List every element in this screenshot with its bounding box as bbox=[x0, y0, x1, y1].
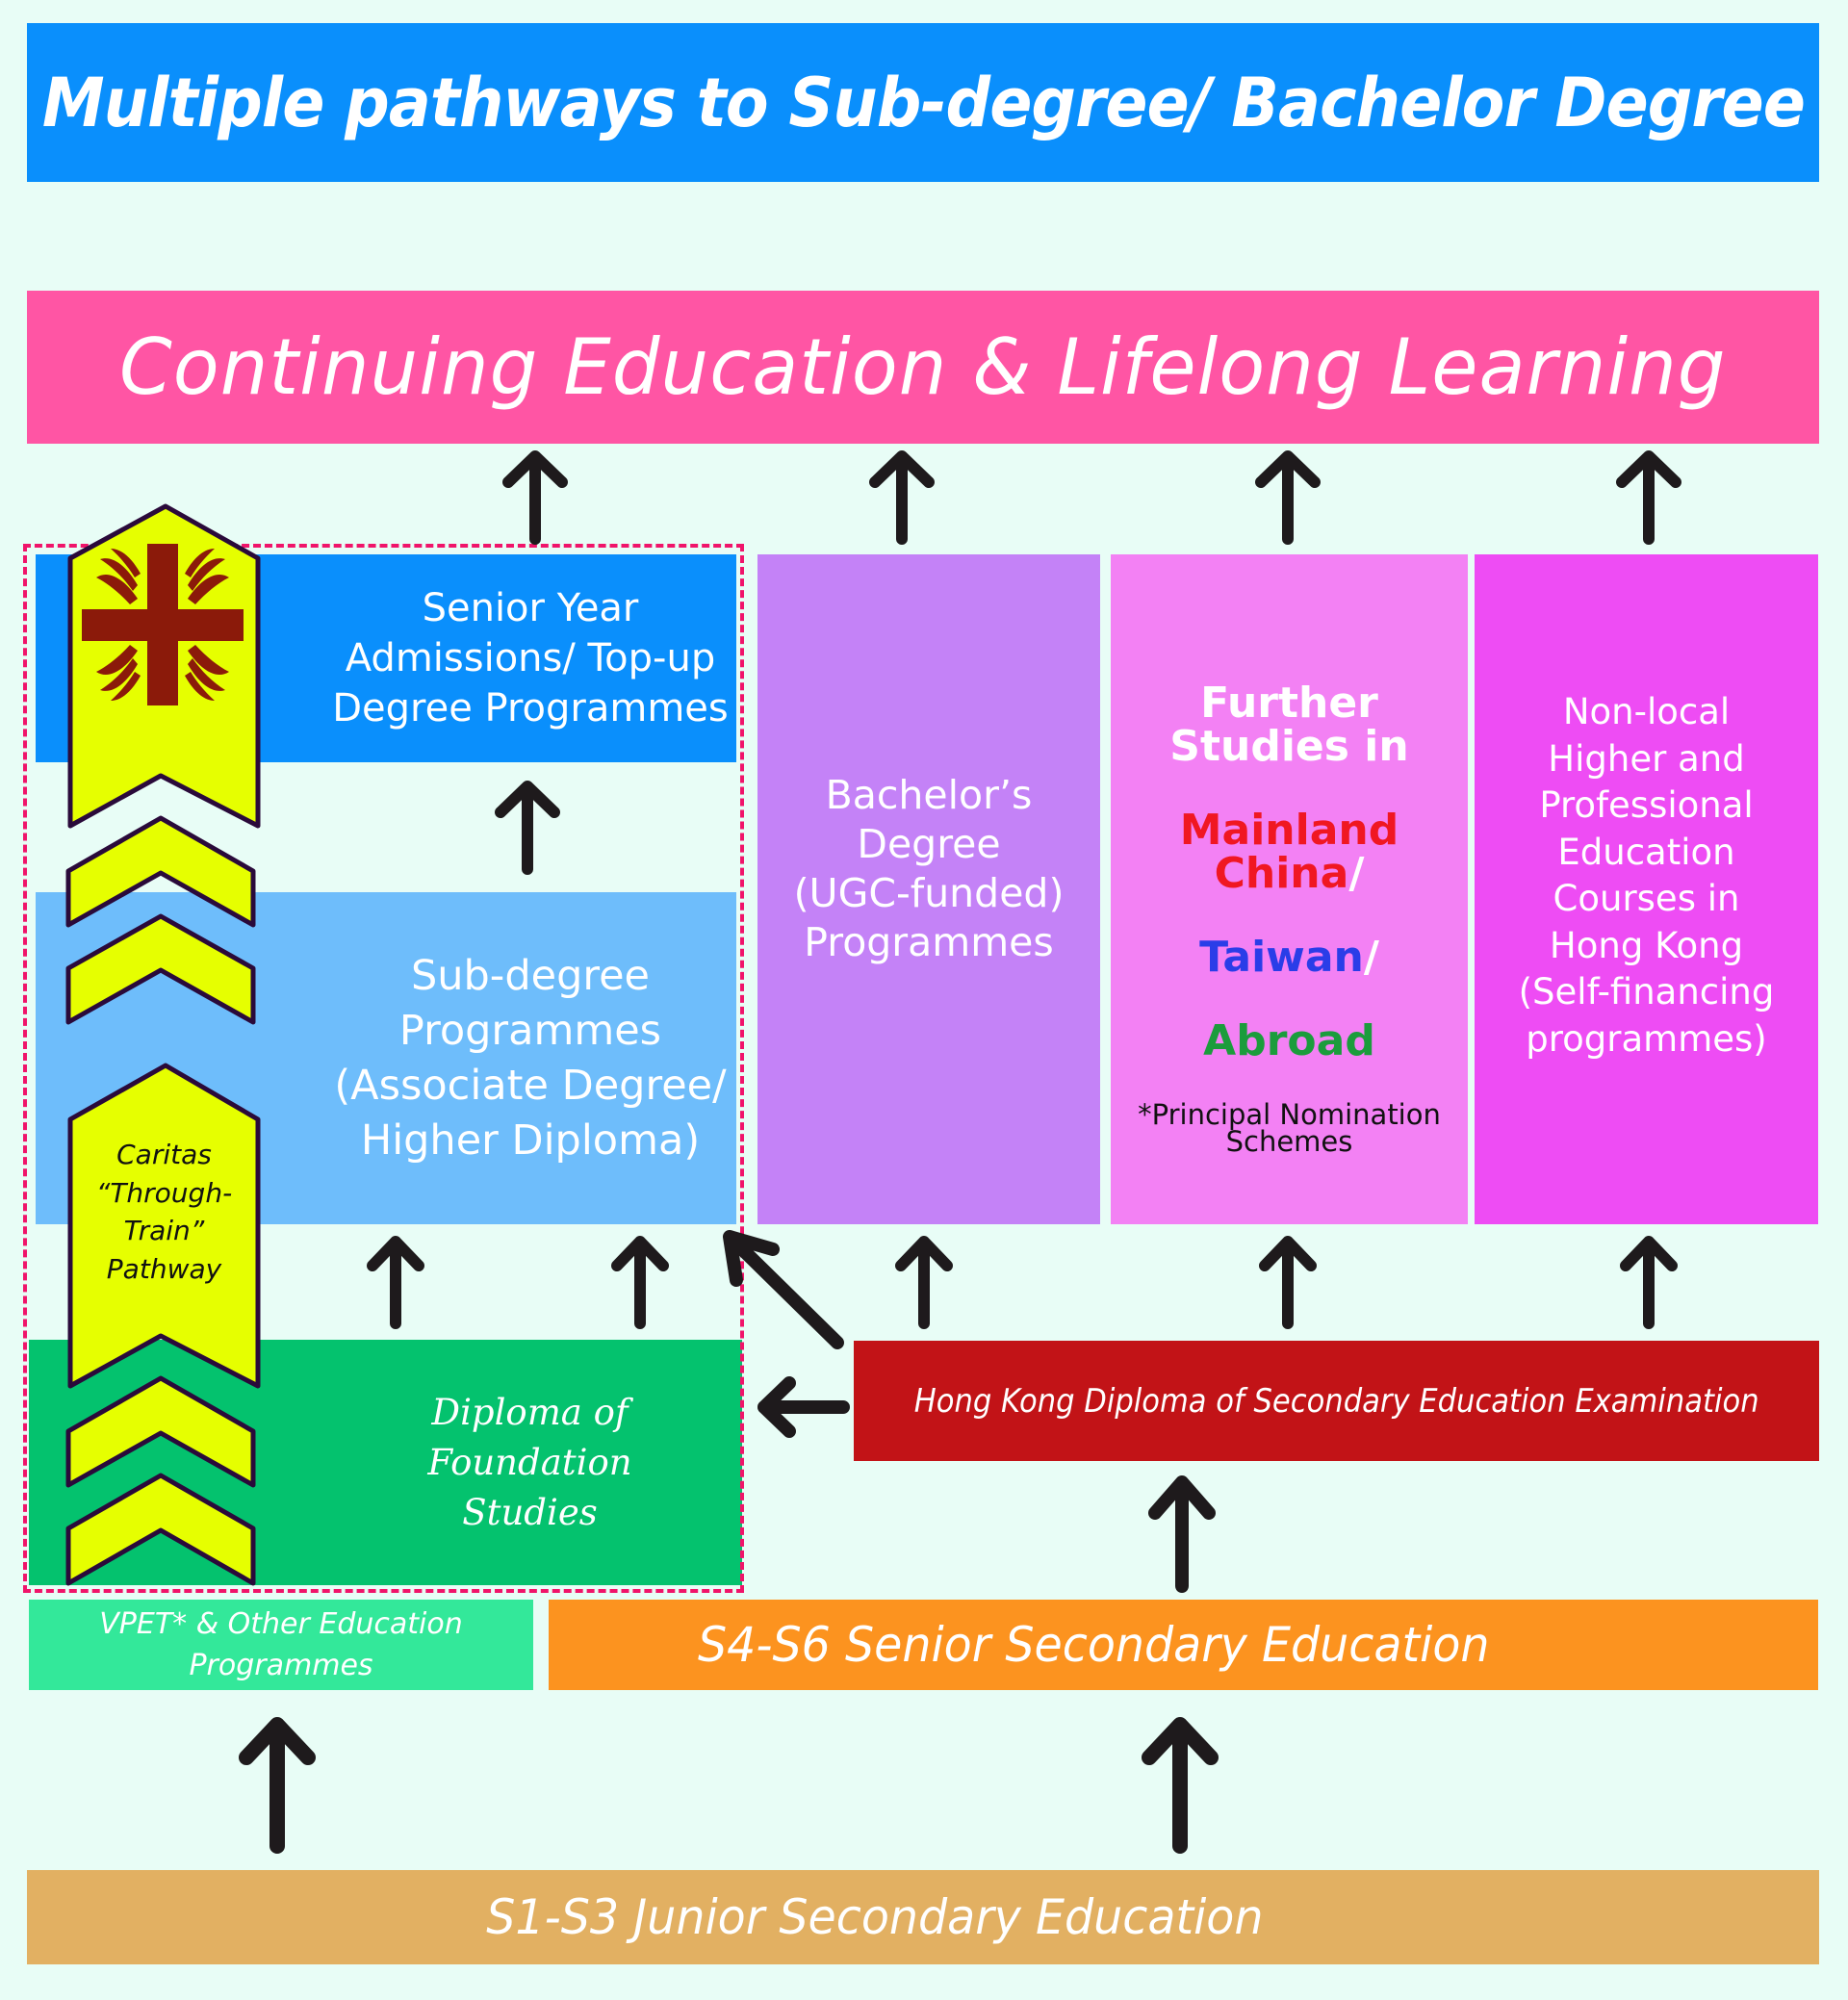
up-arrow-icon bbox=[869, 450, 935, 545]
further-studies-box: Further Studies in Mainland China/ Taiwa… bbox=[1111, 554, 1468, 1224]
left-arrow-icon bbox=[757, 1376, 850, 1438]
further-heading-line: Studies in bbox=[1169, 722, 1409, 771]
non-local-line: Non-local bbox=[1562, 691, 1731, 732]
nomination-note: *Principal Nomination bbox=[1138, 1098, 1441, 1131]
non-local-line: Professional bbox=[1539, 784, 1754, 826]
bachelor-line: (UGC-funded) bbox=[793, 870, 1065, 916]
china-line: China/ bbox=[1215, 852, 1365, 895]
non-local-courses-box: Non-local Higher and Professional Educat… bbox=[1475, 554, 1818, 1224]
up-arrow-icon bbox=[895, 1236, 953, 1329]
china-label: China bbox=[1214, 849, 1349, 898]
sub-degree-line: (Associate Degree/ bbox=[334, 1061, 727, 1110]
slash: / bbox=[1348, 849, 1365, 898]
hkdse-label: Hong Kong Diploma of Secondary Education… bbox=[913, 1381, 1759, 1421]
senior-secondary-box: S4-S6 Senior Secondary Education bbox=[549, 1600, 1818, 1690]
up-arrow-icon bbox=[1142, 1717, 1219, 1854]
sub-degree-line: Programmes bbox=[398, 1006, 662, 1055]
diploma-line: Foundation bbox=[427, 1441, 632, 1483]
junior-secondary-box: S1-S3 Junior Secondary Education bbox=[27, 1870, 1819, 1964]
pathway-line: Pathway bbox=[106, 1252, 222, 1285]
title-banner: Multiple pathways to Sub-degree/ Bachelo… bbox=[27, 23, 1819, 182]
through-train-dashed-border bbox=[23, 544, 744, 1593]
nomination-note: Schemes bbox=[1225, 1125, 1353, 1158]
vpet-box: VPET* & Other Education Programmes bbox=[29, 1600, 533, 1690]
page-title: Multiple pathways to Sub-degree/ Bachelo… bbox=[41, 63, 1805, 142]
bachelor-line: Programmes bbox=[804, 919, 1054, 965]
pathway-line: Train” bbox=[123, 1215, 205, 1246]
continuing-education-label: Continuing Education & Lifelong Learning bbox=[119, 322, 1727, 412]
senior-year-line: Degree Programmes bbox=[332, 686, 729, 731]
mainland-label: Mainland bbox=[1179, 806, 1399, 855]
slash: / bbox=[1363, 933, 1379, 982]
senior-year-line: Admissions/ Top-up bbox=[345, 636, 716, 680]
non-local-line: Courses in bbox=[1553, 878, 1740, 919]
senior-year-line: Senior Year bbox=[422, 586, 639, 630]
up-arrow-icon bbox=[1616, 450, 1681, 545]
up-arrow-icon bbox=[1255, 450, 1321, 545]
continuing-education-banner: Continuing Education & Lifelong Learning bbox=[27, 291, 1819, 444]
diagonal-arrow-icon bbox=[723, 1230, 844, 1349]
non-local-line: (Self-financing bbox=[1518, 971, 1775, 1013]
taiwan-line: Taiwan/ bbox=[1199, 936, 1379, 979]
junior-secondary-label: S1-S3 Junior Secondary Education bbox=[486, 1889, 1264, 1945]
abroad-label: Abroad bbox=[1203, 1016, 1375, 1065]
taiwan-label: Taiwan bbox=[1199, 933, 1364, 982]
diploma-line: Diploma of bbox=[431, 1391, 629, 1433]
sub-degree-line: Higher Diploma) bbox=[360, 1115, 701, 1165]
up-arrow-icon bbox=[502, 450, 568, 545]
bachelor-line: Bachelor’s bbox=[825, 772, 1033, 818]
non-local-line: programmes) bbox=[1526, 1017, 1767, 1060]
caritas-pathway-label: Caritas “Through- Train” Pathway bbox=[70, 1136, 258, 1288]
non-local-line: Hong Kong bbox=[1549, 924, 1744, 966]
up-arrow-icon bbox=[1259, 1236, 1317, 1329]
pathway-line: “Through- bbox=[95, 1176, 233, 1209]
senior-secondary-label: S4-S6 Senior Secondary Education bbox=[698, 1617, 1490, 1673]
up-arrow-icon bbox=[1620, 1236, 1678, 1329]
bachelor-line: Degree bbox=[857, 821, 1001, 867]
up-arrow-icon bbox=[239, 1717, 316, 1854]
non-local-line: Education bbox=[1557, 831, 1735, 873]
pathway-line: Caritas bbox=[116, 1139, 212, 1170]
diploma-line: Studies bbox=[462, 1491, 598, 1533]
up-arrow-icon bbox=[1148, 1475, 1216, 1593]
sub-degree-line: Sub-degree bbox=[410, 951, 651, 1000]
hkdse-box: Hong Kong Diploma of Secondary Education… bbox=[854, 1341, 1819, 1461]
vpet-line: Programmes bbox=[189, 1649, 373, 1682]
non-local-line: Higher and bbox=[1548, 737, 1745, 780]
vpet-line: VPET* & Other Education bbox=[99, 1607, 463, 1641]
further-heading-line: Further bbox=[1200, 679, 1378, 728]
bachelor-degree-box: Bachelor’s Degree (UGC-funded) Programme… bbox=[757, 554, 1100, 1224]
